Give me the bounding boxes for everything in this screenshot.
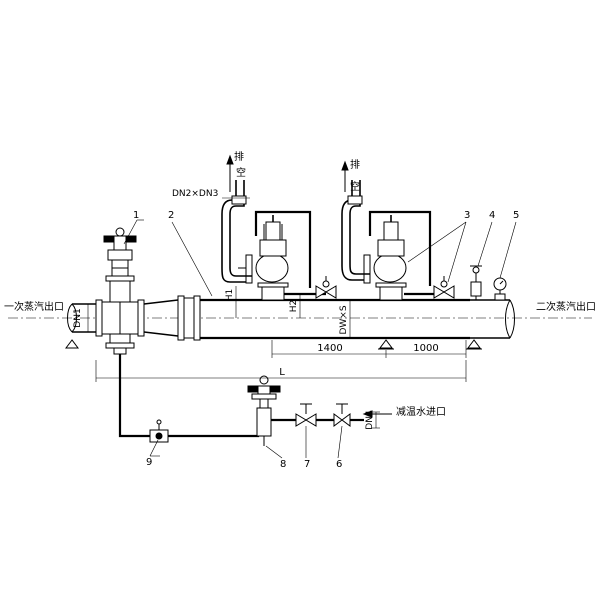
safety-valve-left (238, 215, 289, 301)
vent-label-left-2: 空 (236, 166, 246, 179)
leader-lines (123, 219, 517, 459)
water-line (118, 354, 364, 438)
callout-8: 8 (280, 459, 286, 470)
pressure-gauge (493, 277, 507, 301)
vent-label-right-2: 空 (350, 180, 360, 193)
reducer (143, 295, 201, 341)
pipe-supports (65, 339, 482, 350)
vent-arrow-left (226, 154, 234, 192)
control-valve-actuator (103, 227, 137, 277)
vent-size-label: DN2×DN3 (172, 189, 218, 199)
valve-6 (333, 403, 351, 427)
callout-1: 1 (133, 210, 139, 221)
valve-7 (295, 403, 317, 427)
dw-label: DW×S (339, 305, 349, 334)
callout-2: 2 (168, 210, 174, 221)
vent-pipe-right (341, 180, 370, 281)
dimension-dn4 (372, 411, 380, 429)
callout-5: 5 (513, 210, 519, 221)
dimension-length (95, 360, 467, 382)
vent-label-right-1: 排 (350, 158, 360, 171)
dimension-1000-label: 1000 (413, 343, 438, 354)
mixing-tee (95, 275, 145, 355)
callout-3: 3 (464, 210, 470, 221)
dimension-1400-label: 1400 (317, 343, 342, 354)
regulating-valve-8 (247, 375, 281, 446)
vent-pipe-left (221, 180, 252, 283)
safety-valve-right (363, 215, 407, 301)
callout-7: 7 (304, 459, 310, 470)
dimension-length-label: L (279, 367, 285, 378)
secondary-steam-outlet-label: 二次蒸汽出口 (536, 300, 596, 313)
dimension-1400-1000 (271, 340, 467, 358)
thermometer (470, 265, 482, 300)
main-pipe (200, 298, 515, 340)
impulse-valve-left (315, 276, 337, 299)
callout-4: 4 (489, 210, 495, 221)
dn1-label: DN1 (73, 308, 83, 327)
impulse-valve-right (433, 276, 455, 299)
water-inlet-arrow (362, 410, 392, 418)
h1-label: H1 (225, 289, 235, 302)
water-inlet-label: 减温水进口 (396, 406, 446, 418)
vent-arrow-right (341, 160, 349, 192)
valve-9 (149, 419, 169, 443)
callout-9: 9 (146, 457, 152, 468)
dn4-label: DN4 (365, 410, 375, 430)
callout-6: 6 (336, 459, 342, 470)
h2-label: H2 (289, 300, 299, 313)
vent-label-left-1: 排 (234, 150, 244, 163)
dimension-dn1 (84, 303, 92, 333)
primary-steam-outlet-label: 一次蒸汽出口 (4, 300, 64, 313)
